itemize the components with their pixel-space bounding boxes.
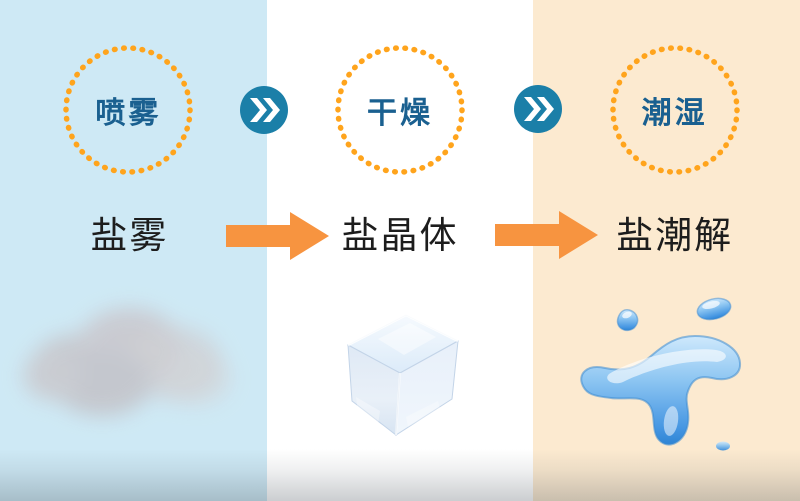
panel-dry: 干燥 盐晶体 (266, 0, 534, 501)
stage-label-spray: 喷雾 (95, 96, 162, 131)
product-label-salt-crystal: 盐晶体 (341, 214, 459, 257)
stage-circle-spray: 喷雾 (63, 45, 194, 175)
ice-crystal-cube-illustration (330, 297, 470, 437)
stage-circle-dry: 干燥 (335, 45, 465, 175)
mist-cloud-illustration (22, 296, 237, 431)
flow-arrow-icon (226, 212, 329, 260)
chevron-double-right-icon (514, 85, 562, 133)
stage-label-dry: 干燥 (367, 96, 433, 131)
dotted-ring-icon (335, 45, 465, 175)
chevron-double-right-icon (240, 86, 288, 134)
product-label-salt-mist: 盐雾 (90, 214, 169, 257)
water-splash-illustration (571, 288, 771, 458)
dotted-ring-icon (63, 45, 194, 175)
flow-arrow-icon (495, 211, 598, 259)
splash-droplet (715, 441, 730, 451)
panel-spray: 喷雾 盐雾 (0, 0, 267, 501)
product-label-salt-deliquescence: 盐潮解 (616, 214, 734, 257)
stage-label-humid: 潮湿 (641, 96, 708, 131)
splash-droplet (696, 297, 732, 321)
dotted-ring-icon (609, 45, 740, 175)
stage-circle-humid: 潮湿 (609, 45, 740, 175)
panel-humid: 潮湿 盐潮解 (533, 0, 800, 501)
